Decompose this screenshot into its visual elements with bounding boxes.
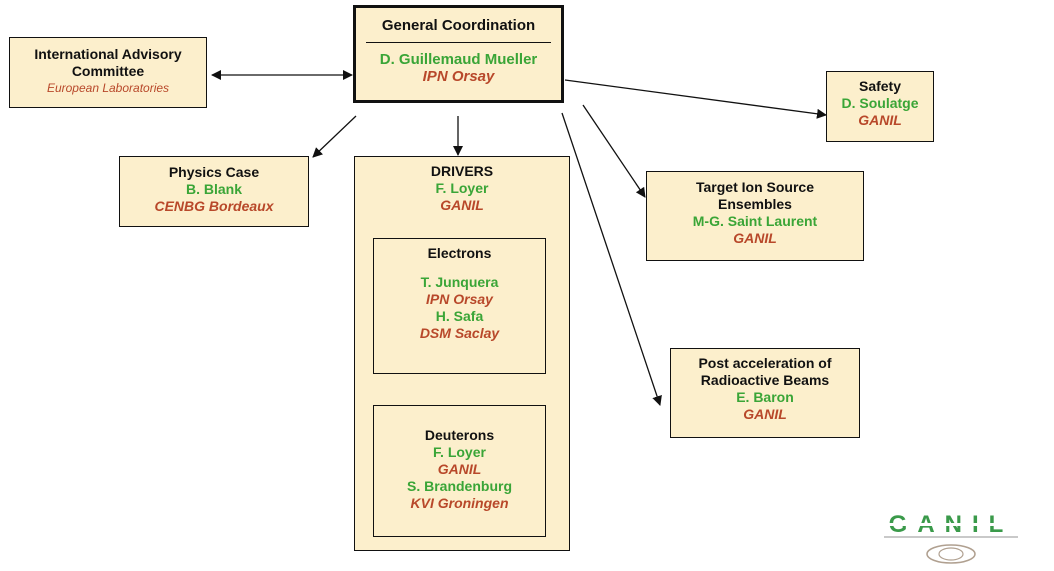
drivers-title: DRIVERS xyxy=(430,163,494,179)
general-coordination-box: General Coordination D. Guillemaud Muell… xyxy=(353,5,564,103)
coordination-title: General Coordination xyxy=(381,17,536,34)
electrons-org-2: DSM Saclay xyxy=(419,325,500,341)
coordination-name: D. Guillemaud Mueller xyxy=(379,51,538,68)
physics-org: CENBG Bordeaux xyxy=(154,198,274,214)
physics-case-box: Physics Case B. Blank CENBG Bordeaux xyxy=(119,156,309,227)
postacc-org: GANIL xyxy=(743,406,787,422)
deuterons-box: Deuterons F. Loyer GANIL S. Brandenburg … xyxy=(373,405,546,537)
physics-title: Physics Case xyxy=(168,164,260,180)
safety-title: Safety xyxy=(858,78,902,94)
deuterons-org-2: KVI Groningen xyxy=(410,495,509,511)
coordination-org: IPN Orsay xyxy=(422,68,495,85)
electrons-spacer xyxy=(374,262,545,274)
drivers-org: GANIL xyxy=(440,197,484,213)
postacc-title-line2: Radioactive Beams xyxy=(700,372,830,388)
coordination-divider xyxy=(366,42,551,43)
electrons-name-1: T. Junquera xyxy=(420,274,499,290)
electrons-org-1: IPN Orsay xyxy=(426,291,493,307)
advisory-title-line1: International Advisory xyxy=(34,46,182,62)
safety-box: Safety D. Soulatge GANIL xyxy=(826,71,934,142)
target-name: M-G. Saint Laurent xyxy=(692,213,818,229)
arrow-postacc xyxy=(561,112,662,406)
arrow-safety xyxy=(564,79,827,119)
deuterons-name-1: F. Loyer xyxy=(433,444,486,460)
post-acceleration-box: Post acceleration of Radioactive Beams E… xyxy=(670,348,860,438)
physics-name: B. Blank xyxy=(185,181,242,197)
postacc-name: E. Baron xyxy=(736,389,794,405)
electrons-title: Electrons xyxy=(427,245,492,261)
ganil-logo: GANIL xyxy=(876,508,1026,566)
deuterons-org-1: GANIL xyxy=(437,461,482,477)
target-ion-source-box: Target Ion Source Ensembles M-G. Saint L… xyxy=(646,171,864,261)
drivers-name: F. Loyer xyxy=(435,180,489,196)
advisory-title-line2: Committee xyxy=(71,63,145,79)
deuterons-name-2: S. Brandenburg xyxy=(406,478,512,494)
electrons-box: Electrons T. Junquera IPN Orsay H. Safa … xyxy=(373,238,546,374)
safety-org: GANIL xyxy=(858,112,902,128)
arrow-physics xyxy=(312,115,357,158)
safety-name: D. Soulatge xyxy=(841,95,919,111)
target-title-line1: Target Ion Source xyxy=(696,179,814,195)
advisory-committee-box: International Advisory Committee Europea… xyxy=(9,37,207,108)
electrons-name-2: H. Safa xyxy=(435,308,484,324)
arrow-target xyxy=(582,104,646,198)
postacc-title-line1: Post acceleration of xyxy=(698,355,832,371)
deuterons-title: Deuterons xyxy=(424,427,495,443)
target-org: GANIL xyxy=(733,230,777,246)
target-title-line2: Ensembles xyxy=(718,196,792,212)
advisory-org: European Laboratories xyxy=(46,81,170,95)
ganil-logo-graphic: GANIL xyxy=(876,508,1026,566)
